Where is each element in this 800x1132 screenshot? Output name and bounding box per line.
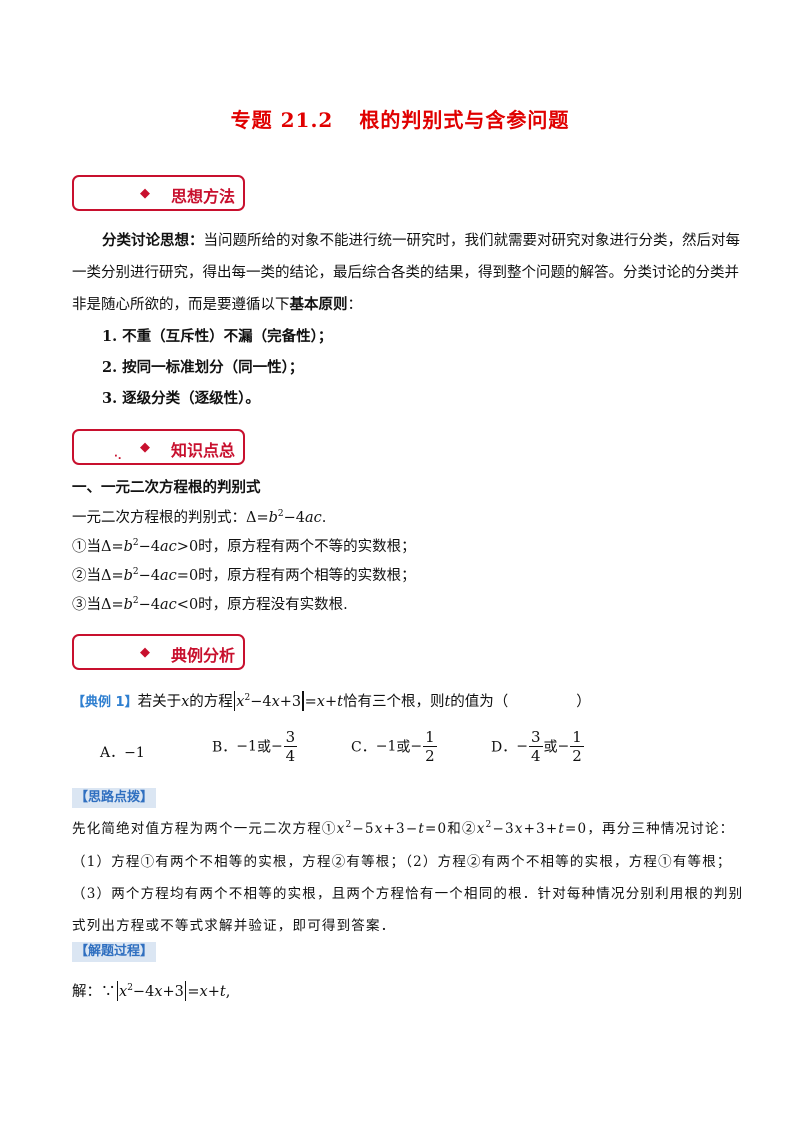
dots-mark: ·.: [114, 451, 122, 462]
hint-line-4: 式列出方程或不等式求解并验证，即可得到答案．: [72, 918, 396, 934]
discriminant-definition: 一元二次方程根的判别式：Δ=b2−4ac.: [72, 509, 327, 527]
discriminant-case-3: ③当Δ=b2−4ac<0时，原方程没有实数根.: [72, 596, 348, 614]
section-label: 典例分析: [171, 646, 236, 665]
principle-1: 1. 不重（互斥性）不漏（完备性）；: [102, 328, 333, 345]
hint-line-1: 先化简绝对值方程为两个一元二次方程①x2−5x+3−t=0和②x2−3x+3+t…: [72, 820, 735, 838]
method-line-3: 非是随心所欲的，而是要遵循以下基本原则：: [72, 296, 362, 313]
discriminant-case-2: ②当Δ=b2−4ac=0时，原方程有两个相等的实数根；: [72, 567, 416, 585]
section-header-knowledge: ·. ◆ 知识点总: [72, 429, 245, 465]
diamond-icon: ◆: [140, 645, 150, 660]
principle-3: 3. 逐级分类（逐级性）。: [102, 390, 260, 407]
knowledge-heading: 一、一元二次方程根的判别式: [72, 479, 261, 496]
hint-line-2: （1）方程①有两个不相等的实根，方程②有等根；（2）方程②有两个不相等的实根，方…: [72, 854, 732, 870]
diamond-icon: ◆: [140, 440, 150, 455]
hint-tag: 【思路点拨】: [72, 788, 157, 808]
method-line-1: 分类讨论思想：当问题所给的对象不能进行统一研究时，我们就需要对研究对象进行分类，…: [102, 232, 740, 249]
section-header-method: ◆ 思想方法: [72, 175, 245, 211]
principle-2: 2. 按同一标准划分（同一性）；: [102, 359, 304, 376]
solution-tag: 【解题过程】: [72, 942, 157, 962]
diamond-icon: ◆: [140, 186, 150, 201]
section-header-examples: ◆ 典例分析: [72, 634, 245, 670]
section-label: 思想方法: [171, 187, 236, 206]
solution-line-1: 解：∵x2−4x+3=x+t,: [72, 981, 231, 1001]
example-label: 【典例 1】: [72, 695, 138, 710]
section-label: 知识点总: [171, 441, 236, 460]
option-a[interactable]: A．−1: [100, 745, 145, 761]
method-line-2: 一类分别进行研究，得出每一类的结论，最后综合各类的结果，得到整个问题的解答。分类…: [72, 265, 739, 281]
hint-line-3: （3）两个方程均有两个不相等的实根，且两个方程恰有一个相同的根．针对每种情况分别…: [72, 886, 744, 902]
discriminant-case-1: ①当Δ=b2−4ac>0时，原方程有两个不等的实数根；: [72, 538, 416, 556]
